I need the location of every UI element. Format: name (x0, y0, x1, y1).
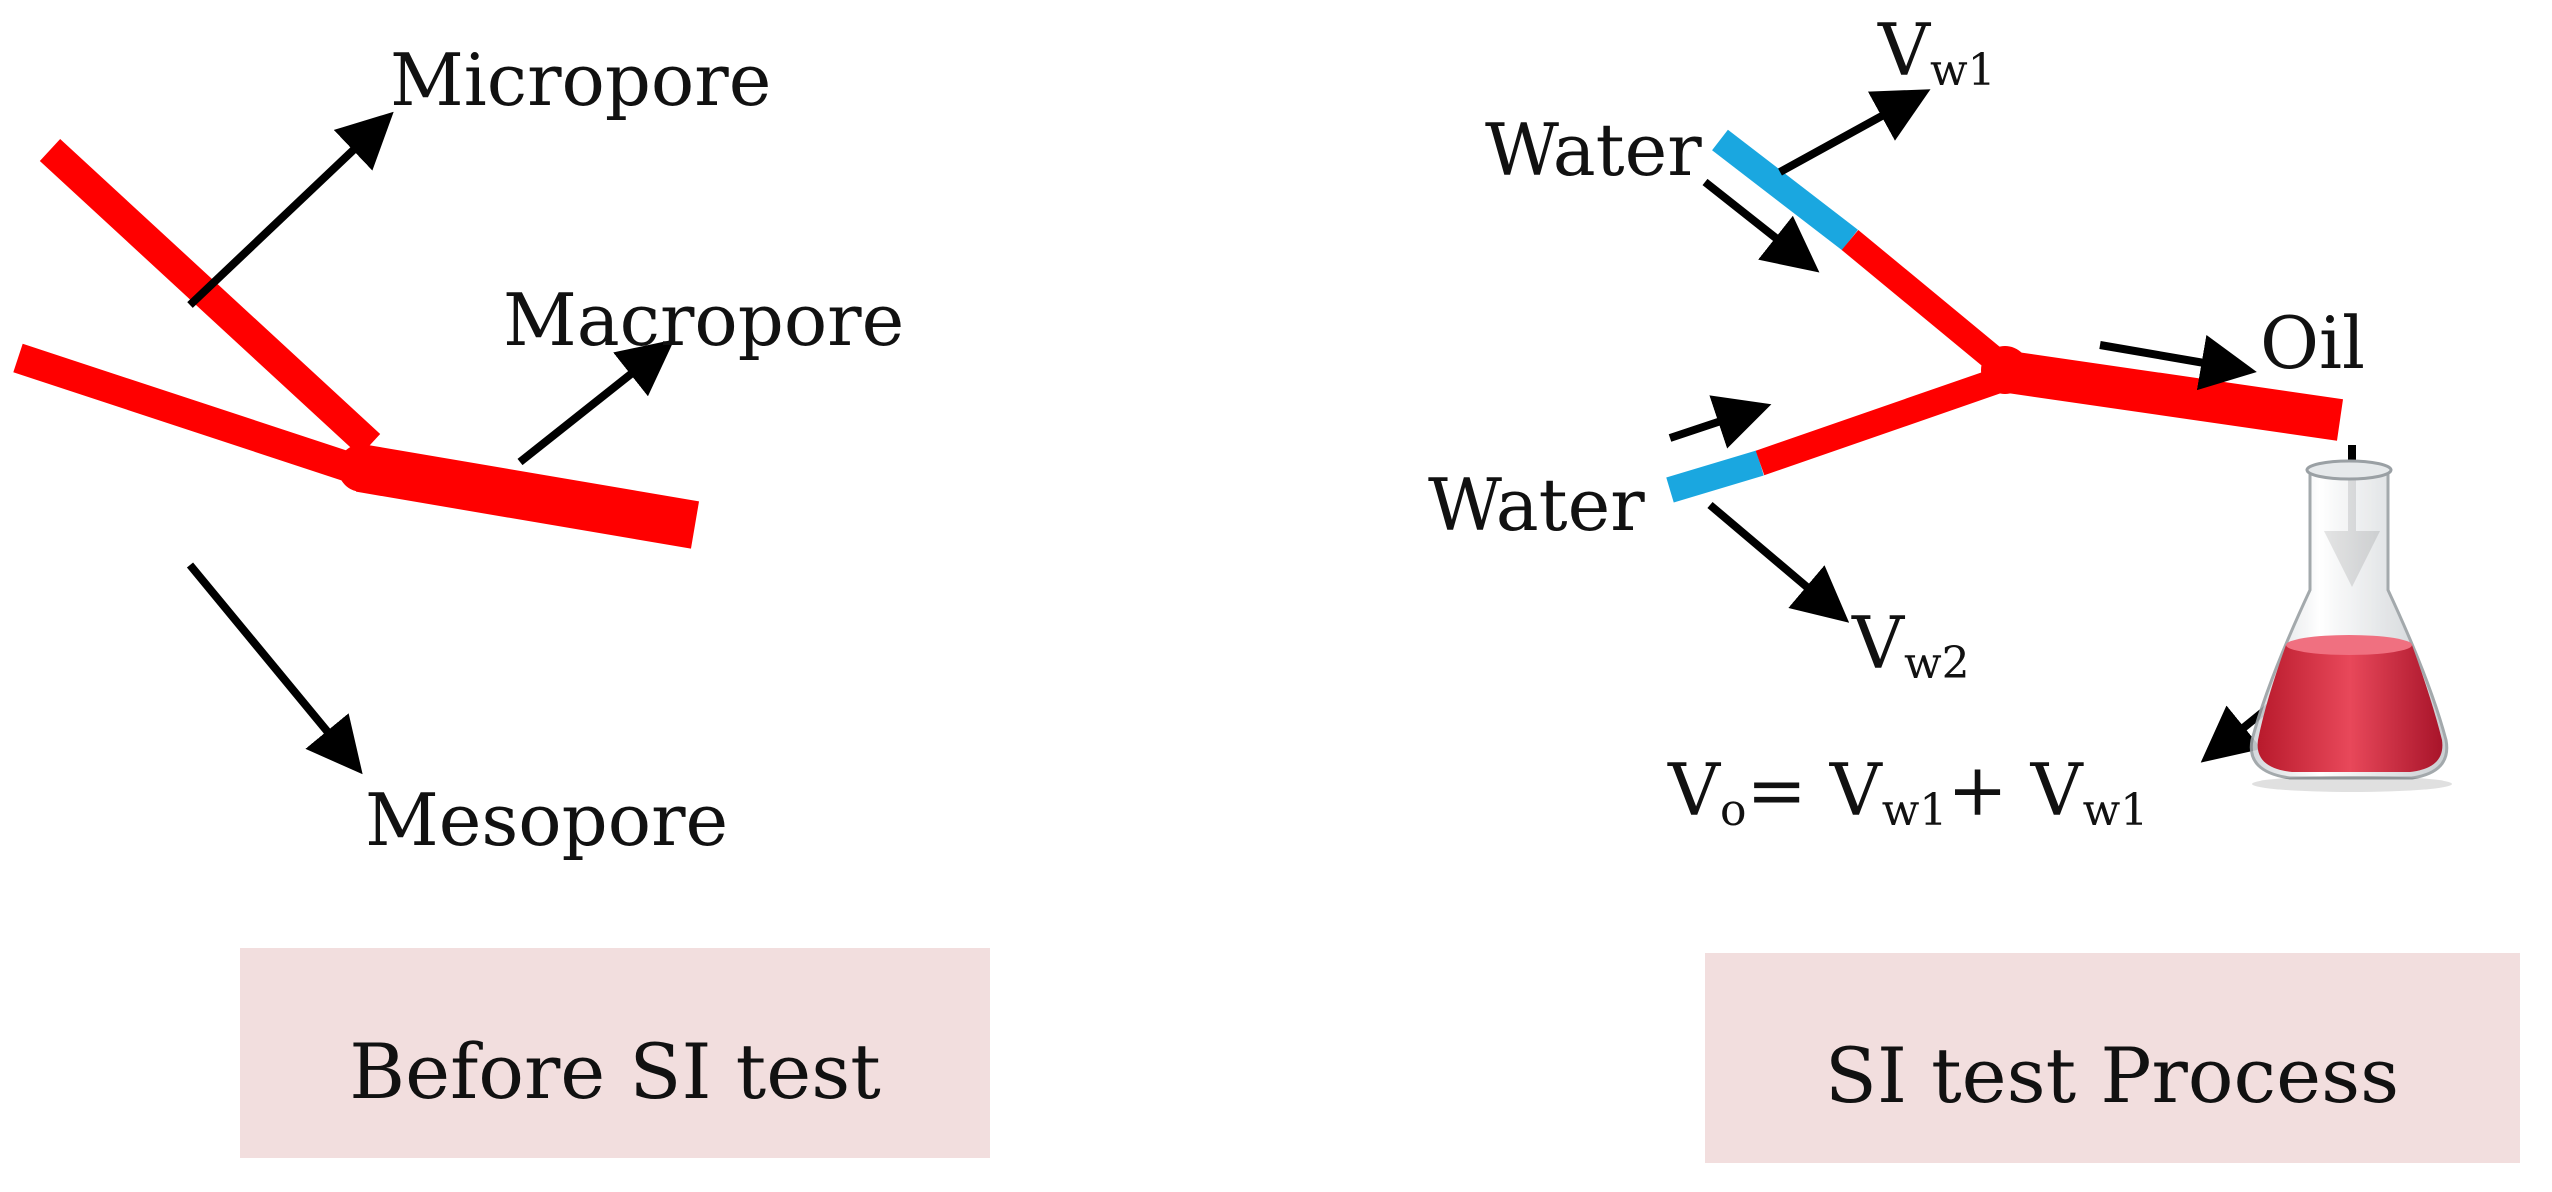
eq-sub-w1-b: w1 (2083, 785, 2149, 836)
vw2-subscript: w2 (1904, 638, 1970, 689)
vw1-arrow (1778, 89, 1931, 176)
volume-equation: Vo= Vw1+ Vw1 (1667, 748, 2148, 836)
right-caption-background (1705, 953, 2520, 1163)
right-pore-network (1666, 129, 2344, 503)
eq-sub-w1-a: w1 (1882, 785, 1948, 836)
flask-shadow (2252, 776, 2452, 792)
pore-branch-lower-left (13, 343, 375, 489)
flask-liquid (2257, 645, 2443, 772)
water-bottom-inflow-arrow (1668, 395, 1772, 449)
water-bottom-label: Water (1428, 463, 1645, 547)
water-segment-bottom (1666, 450, 1764, 503)
oil-label: Oil (2260, 301, 2365, 385)
water-top-label: Water (1485, 108, 1702, 192)
vw2-main: V (1851, 601, 1906, 685)
macropore-arrow (517, 339, 675, 466)
micropore-label: Micropore (390, 38, 771, 122)
eq-sub-o: o (1720, 785, 1747, 836)
right-caption-text: SI test Process (1825, 1031, 2399, 1120)
left-arrows (186, 111, 675, 775)
pore-branch-right (355, 444, 700, 549)
right-caption-box: SI test Process (1705, 953, 2520, 1163)
eq-equals: = V (1747, 748, 1884, 832)
macropore-label: Macropore (503, 278, 904, 362)
left-caption-text: Before SI test (349, 1027, 880, 1116)
left-caption-background (240, 948, 990, 1158)
flask-liquid-surface (2286, 635, 2412, 655)
pore-branch-lower (1755, 365, 2010, 476)
eq-v: V (1667, 748, 1722, 832)
vw1-label: Vw1 (1877, 8, 1996, 96)
vw2-label: Vw2 (1851, 601, 1970, 689)
pore-branch-oil (1991, 349, 2344, 441)
mesopore-arrow (186, 562, 363, 775)
pore-junction-right (1981, 346, 2029, 394)
oil-outflow-arrow (2099, 334, 2257, 391)
left-pore-network (13, 138, 700, 549)
vw1-subscript: w1 (1930, 45, 1996, 96)
vw1-main: V (1877, 8, 1932, 92)
water-top-inflow-arrow (1702, 178, 1820, 273)
pore-branch-upper-left (39, 138, 381, 457)
vw2-arrow (1707, 501, 1850, 623)
micropore-arrow (187, 111, 394, 308)
pore-branch-upper (1841, 229, 2014, 379)
eq-plus: + V (1947, 748, 2084, 832)
water-segment-top (1712, 129, 1858, 251)
flask-rim (2305, 459, 2393, 481)
left-caption-box: Before SI test (240, 948, 990, 1158)
erlenmeyer-flask-icon (2249, 459, 2452, 792)
pore-junction (338, 444, 386, 492)
mesopore-label: Mesopore (365, 778, 728, 862)
